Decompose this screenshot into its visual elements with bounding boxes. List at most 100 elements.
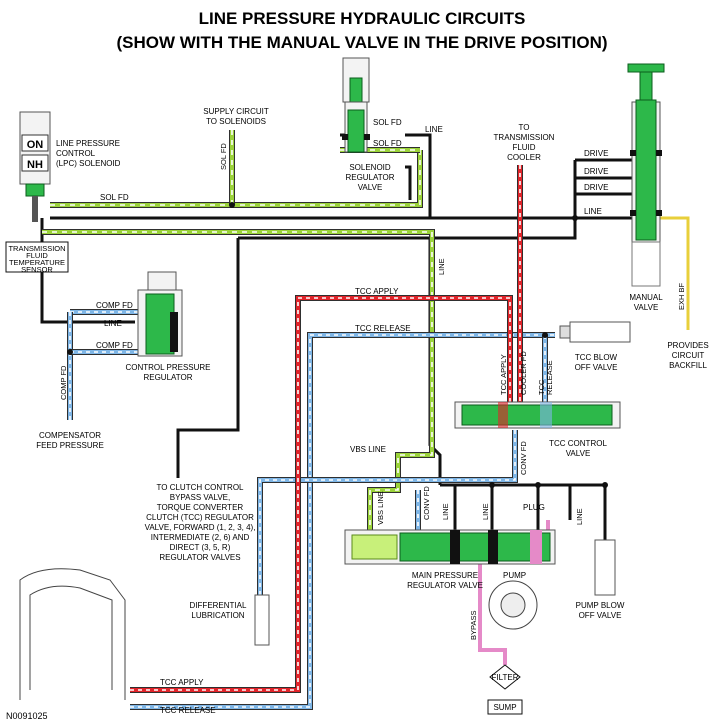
compensator-label-1: COMPENSATOR [39, 431, 101, 440]
cpr-label-2: REGULATOR [143, 373, 192, 382]
manual-valve-label-2: VALVE [634, 303, 659, 312]
tcc-blow-off-valve [559, 321, 631, 343]
tft-label-3: TEMPERATURE [9, 258, 65, 267]
clutch-label-2: BYPASS VALVE, [170, 493, 230, 502]
solreg-label-1: SOLENOID [349, 163, 391, 172]
mpr-label-2: REGULATOR VALVE [407, 581, 483, 590]
line-vertical-label-2: LINE [481, 503, 490, 520]
cooler-label-1: TO [519, 123, 530, 132]
comp-fd-label-1: COMP FD [96, 301, 133, 310]
tcc-blow-off-label-1: TCC BLOW [575, 353, 618, 362]
clutch-label-1: TO CLUTCH CONTROL [157, 483, 245, 492]
cpr-label-1: CONTROL PRESSURE [125, 363, 210, 372]
comp-fd-vertical-label: COMP FD [59, 365, 68, 400]
tft-sensor [5, 241, 69, 273]
backfill-label-2: CIRCUIT [672, 351, 705, 360]
tcc-release-label-top: TCC RELEASE [355, 324, 411, 333]
cooler-label-4: COOLER [507, 153, 541, 162]
tcc-release-v-label-1: TCC [537, 379, 546, 395]
tcc-apply-label-bottom: TCC APPLY [160, 678, 204, 687]
sol-fd-vertical-label: SOL FD [219, 143, 228, 170]
differential-lubrication-valve [254, 594, 270, 646]
tft-label-1: TRANSMISSION [8, 244, 65, 253]
line-label-top: LINE [425, 125, 443, 134]
clutch-label-7: DIRECT (3, 5, R) [170, 543, 231, 552]
cooler-label-3: FLUID [512, 143, 535, 152]
transmission-case-outline [19, 568, 126, 700]
plug-label: PLUG [523, 503, 545, 512]
backfill-label-3: BACKFILL [669, 361, 707, 370]
tcc-release-label-bottom: TCC RELEASE [160, 706, 216, 715]
tcc-control-label-1: TCC CONTROL [549, 439, 607, 448]
filter-label: FILTER [492, 673, 519, 682]
title-line-1: LINE PRESSURE HYDRAULIC CIRCUITS [199, 9, 526, 28]
tcc-release-circuit [130, 332, 555, 710]
drive-label-1: DRIVE [584, 149, 608, 158]
drive-label-2: DRIVE [584, 167, 608, 176]
pump-label: PUMP [503, 571, 526, 580]
line-vertical-label-1: LINE [441, 503, 450, 520]
sol-fd-upper-label: SOL FD [373, 118, 402, 127]
mpr-label-1: MAIN PRESSURE [412, 571, 478, 580]
manual-valve-label-1: MANUAL [629, 293, 663, 302]
vbs-line-vertical-label: VBS LINE [376, 491, 385, 525]
compensator-label-2: FEED PRESSURE [36, 441, 104, 450]
comp-fd-label-2: COMP FD [96, 341, 133, 350]
solenoid-nh-label: NH [27, 159, 43, 171]
tft-label-4: SENSOR [21, 265, 53, 274]
tcc-apply-circuit [130, 165, 523, 693]
line-vertical-label-4: LINE [575, 508, 584, 525]
bypass-label: BYPASS [469, 611, 478, 640]
pump-blow-off-label-1: PUMP BLOW [576, 601, 625, 610]
sump [487, 699, 523, 715]
pump-blow-off-label-2: OFF VALVE [579, 611, 622, 620]
tcc-control-valve [454, 401, 621, 429]
differential-label-2: LUBRICATION [191, 611, 244, 620]
pump [488, 580, 538, 630]
sump-label: SUMP [493, 703, 516, 712]
exh-bf-label: EXH BF [677, 282, 686, 310]
lpc-label-1: LINE PRESSURE [56, 139, 120, 148]
solenoid-on-label: ON [27, 139, 44, 151]
line-label-manual: LINE [584, 207, 602, 216]
clutch-label-3: TORQUE CONVERTER [157, 503, 244, 512]
exh-bf-circuit [660, 216, 690, 330]
lpc-label-3: (LPC) SOLENOID [56, 159, 121, 168]
supply-label-2: TO SOLENOIDS [206, 117, 266, 126]
lpc-label-2: CONTROL [56, 149, 96, 158]
lpc-solenoid: ON NH [19, 111, 51, 222]
tcc-apply-label-top: TCC APPLY [355, 287, 399, 296]
tcc-control-label-2: VALVE [566, 449, 591, 458]
clutch-label-5: VALVE, FORWARD (1, 2, 3, 4), [145, 523, 256, 532]
cooler-fd-vertical-label: COOLER FD [519, 351, 528, 395]
solenoid-regulator-valve [342, 57, 370, 153]
tft-label-2: FLUID [26, 251, 48, 260]
filter [489, 664, 521, 690]
title-line-2: (SHOW WITH THE MANUAL VALVE IN THE DRIVE… [116, 33, 607, 52]
line-vertical-label-3: LINE [437, 258, 446, 275]
main-pressure-regulator-valve [344, 529, 556, 565]
differential-label-1: DIFFERENTIAL [190, 601, 247, 610]
sol-fd-lower-label: SOL FD [373, 139, 402, 148]
tcc-release-v-label-2: RELEASE [545, 360, 554, 395]
pump-blow-off-valve [594, 539, 616, 596]
tcc-apply-vertical-label: TCC APPLY [499, 354, 508, 395]
figure-code: N0091025 [6, 711, 48, 721]
comp-fd-circuit [67, 309, 140, 420]
labels: LINE PRESSURE CONTROL (LPC) SOLENOID SUP… [6, 107, 709, 721]
supply-label-1: SUPPLY CIRCUIT [203, 107, 269, 116]
backfill-label-1: PROVIDES [667, 341, 708, 350]
cooler-label-2: TRANSMISSION [494, 133, 555, 142]
solreg-label-3: VALVE [358, 183, 383, 192]
conv-fd-vertical-label-1: CONV FD [519, 441, 528, 475]
tcc-blow-off-label-2: OFF VALVE [575, 363, 618, 372]
drive-label-3: DRIVE [584, 183, 608, 192]
conv-fd-vertical-label-2: CONV FD [422, 486, 431, 520]
clutch-label-4: CLUTCH (TCC) REGULATOR [146, 513, 254, 522]
manual-valve [627, 63, 665, 287]
junction-dots [67, 202, 608, 488]
clutch-label-8: REGULATOR VALVES [159, 553, 240, 562]
vbs-line-label: VBS LINE [350, 445, 386, 454]
sol-fd-main-label: SOL FD [100, 193, 129, 202]
